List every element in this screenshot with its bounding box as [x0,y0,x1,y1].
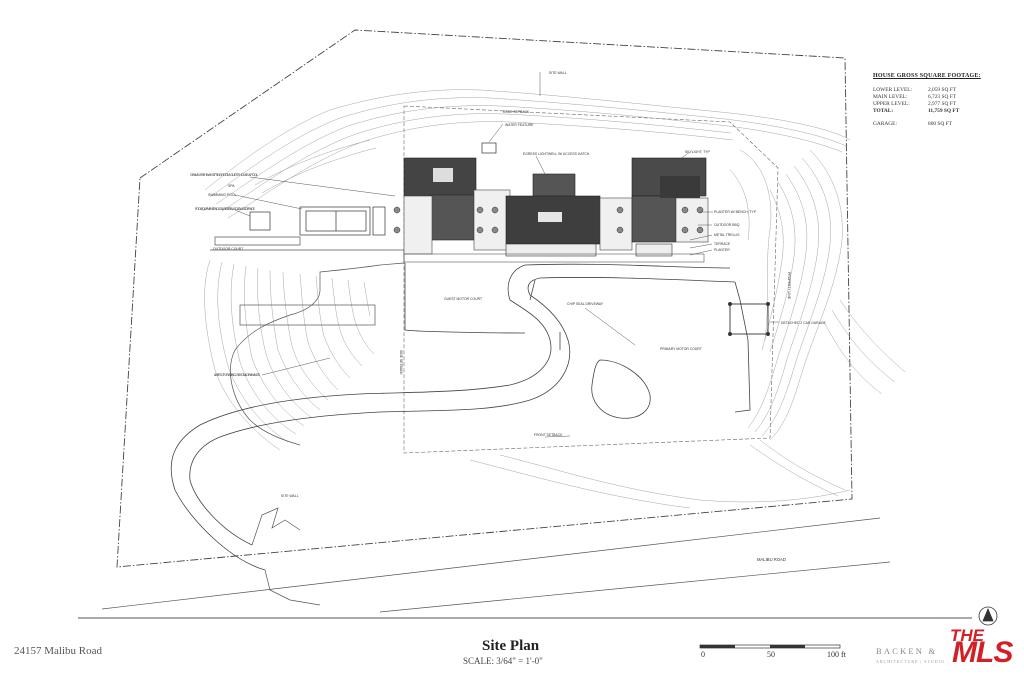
footage-value: 11,759 SQ FT [928,108,960,114]
label-site-wall-top: SITE WALL [549,71,567,75]
grading-outline [210,236,405,446]
leader-lines [234,72,779,438]
mls-logo: THE MLS [950,626,1020,674]
pool-area [249,206,386,236]
label-pool: SWIMMING POOL [208,193,237,197]
label-pool-equipment: POOL EQUIPMENT ENCLOSURE - 5'-0" TALL SO… [195,207,256,211]
footage-label: MAIN LEVEL: [873,94,908,100]
label-rear-setback: REAR SETBACK [503,110,530,114]
label-outdoor-court: OUTDOOR COURT [213,247,243,251]
footage-value: 800 SQ FT [928,121,952,127]
label-gravel: GRAVEL PATHWAY SITTING ROOM, GUEST HOUSE… [190,173,258,177]
footage-table-title: HOUSE GROSS SQUARE FOOTAGE: [873,73,981,79]
north-arrow-icon [978,606,998,626]
label-planter-bench: PLANTER W/ BENCH, TYP [714,210,757,214]
footage-value: 2,059 SQ FT [928,87,957,93]
scale-bar-label-100: 100 ft [827,650,846,659]
firm-name: BACKEN & [876,646,938,656]
label-skylight: SKYLIGHT, TYP [685,150,711,154]
footage-label: GARAGE: [873,121,897,127]
label-guest-motor-court: GUEST MOTOR COURT [444,297,482,301]
label-water-feature: WATER FEATURE [505,123,534,127]
drawing-scale: SCALE: 3/64" = 1'-0" [463,656,543,666]
label-primary-motor-court: PRIMARY MOTOR COURT [660,347,702,351]
trees [393,206,704,234]
label-metal-trellis: METAL TRELLIS [714,233,740,237]
firm-subtitle: ARCHITECTURE | STUDIO [876,659,945,664]
contour-lines [204,89,906,509]
drawing-title: Site Plan [482,638,540,654]
footage-label: LOWER LEVEL: [873,87,913,93]
footage-value: 6,723 SQ FT [928,94,957,100]
label-road: MALIBU ROAD [757,557,786,562]
driveway [170,263,751,571]
label-egress: EGRESS LIGHTWELL W/ ACCESS HATCH [523,152,590,156]
label-front-setback: FRONT SETBACK [534,433,563,437]
footage-label: UPPER LEVEL: [873,101,910,107]
label-outdoor-bbq: OUTDOOR BBQ [714,223,740,227]
footage-label: TOTAL: [873,108,894,114]
mls-logo-mls: MLS [952,636,1013,669]
scale-bar-label-0: 0 [701,650,705,659]
label-property-line: PROPERTY LINE [787,272,791,300]
road-edges [101,507,891,613]
label-driveway: CHIP SEAL DRIVEWAY [567,302,604,306]
house-footprint [403,142,709,263]
mls-logo-the: THE [950,626,984,645]
detached-garage [728,302,770,336]
property-boundary [116,29,853,568]
drawing-labels: SITE WALL REAR SETBACK WATER FEATURE EGR… [190,71,827,562]
setback-line [403,105,779,454]
label-planter: PLANTER [714,248,730,252]
scale-bar [699,644,841,649]
footage-value: 2,977 SQ FT [928,101,957,107]
label-site-wall-bottom: SITE WALL [281,494,299,498]
label-grading: LIMITS OF GRADING - SEE CIVIL DRAWINGS [214,373,261,377]
label-garage: DETACHED 2 CAR GARAGE [781,321,827,325]
label-terrace: TERRACE [714,242,731,246]
label-side-setback: SIDE SETBACK [399,350,403,375]
label-spa: SPA [228,184,235,188]
address: 24157 Malibu Road [14,645,102,657]
scale-bar-label-50: 50 [767,650,775,659]
